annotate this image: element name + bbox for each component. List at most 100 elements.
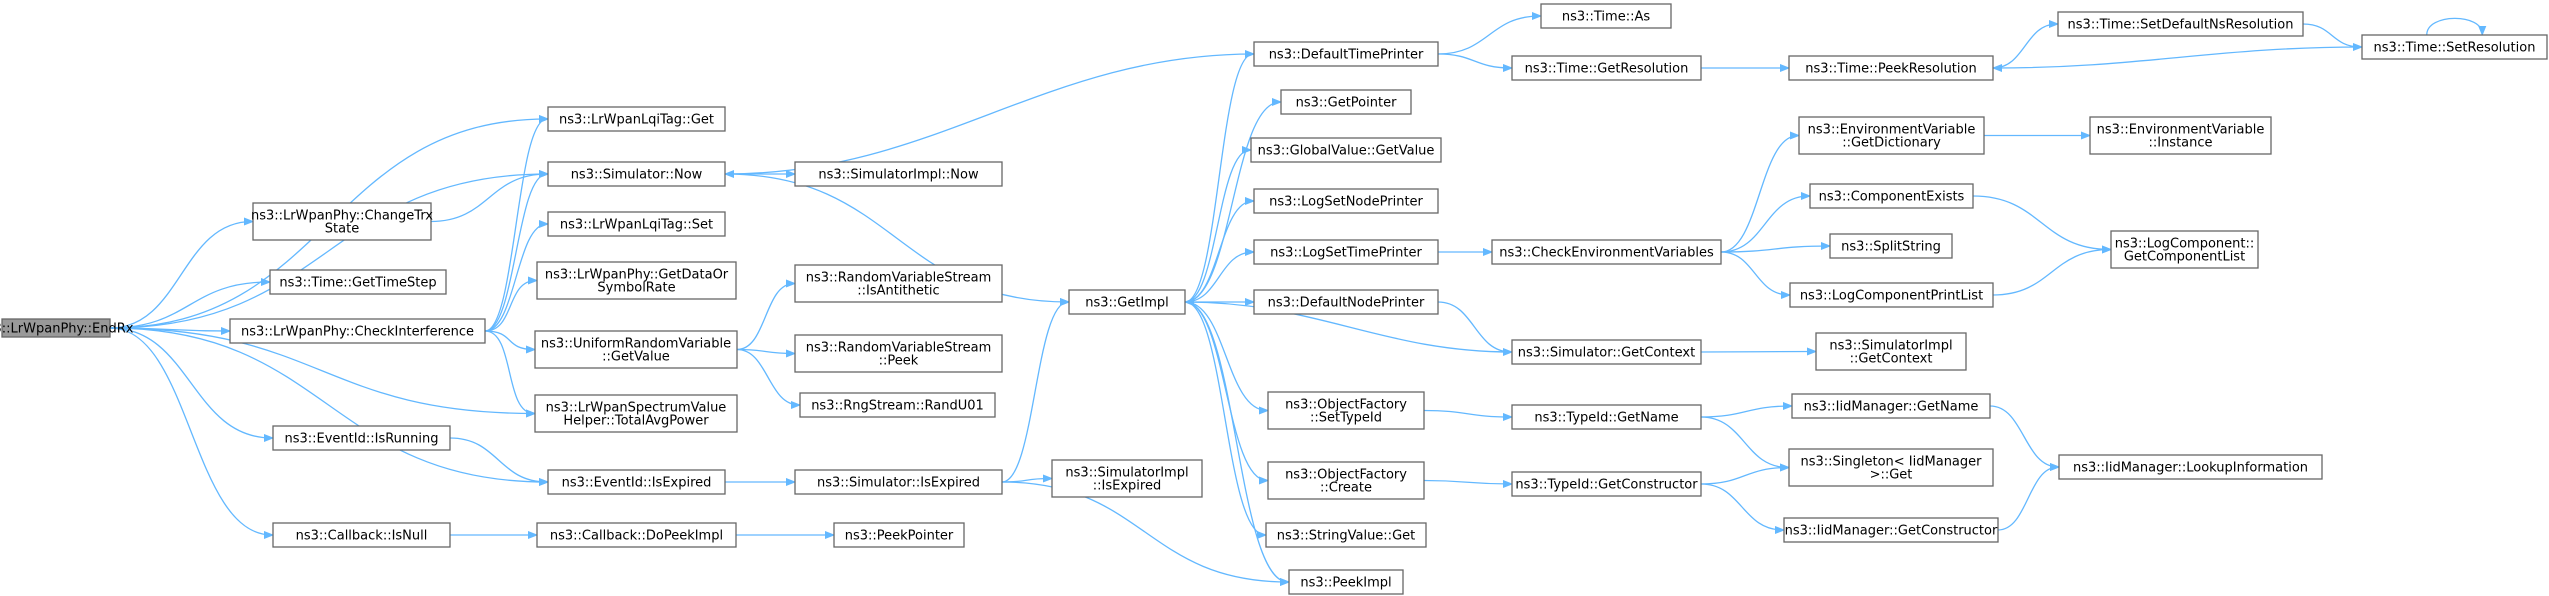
node-label: ns3::RngStream::RandU01 — [811, 399, 984, 414]
edge-getimpl-to-globalvalue — [1184, 150, 1250, 303]
node-endrx[interactable]: ns3::LrWpanPhy::EndRx — [0, 318, 134, 338]
node-timegetres[interactable]: ns3::Time::GetResolution — [1511, 55, 1702, 81]
node-label: ns3::RandomVariableStream — [806, 271, 992, 286]
node-lqiget[interactable]: ns3::LrWpanLqiTag::Get — [547, 106, 726, 132]
node-simimplgetcontext[interactable]: ns3::SimulatorImpl::GetContext — [1815, 332, 1967, 371]
node-label: ::IsAntithetic — [857, 284, 939, 299]
node-box — [1789, 282, 1994, 308]
node-typeidgetname[interactable]: ns3::TypeId::GetName — [1511, 404, 1702, 430]
node-label: ns3::DefaultTimePrinter — [1269, 48, 1424, 63]
node-box — [534, 330, 738, 369]
node-stringvalueget[interactable]: ns3::StringValue::Get — [1265, 522, 1427, 548]
node-box — [1253, 41, 1439, 67]
node-label: ::IsExpired — [1093, 479, 1161, 494]
node-randu01[interactable]: ns3::RngStream::RandU01 — [799, 392, 996, 418]
node-label: ns3::EventId::IsRunning — [284, 432, 438, 447]
node-lookupinfo[interactable]: ns3::IidManager::LookupInformation — [2058, 454, 2323, 480]
node-logsetnodeprinter[interactable]: ns3::LogSetNodePrinter — [1253, 188, 1439, 214]
edge-endrx-to-gettimestep — [109, 282, 269, 329]
node-simimplnow[interactable]: ns3::SimulatorImpl::Now — [794, 161, 1003, 187]
node-box — [794, 334, 1003, 373]
node-box — [536, 261, 737, 300]
node-peekpointer[interactable]: ns3::PeekPointer — [833, 522, 965, 548]
edge-getimpl-to-peekimpl — [1184, 301, 1288, 582]
node-label: ns3::Callback::DoPeekImpl — [550, 529, 723, 544]
node-label: Helper::TotalAvgPower — [563, 414, 709, 429]
node-singletonget[interactable]: ns3::Singleton< IidManager>::Get — [1788, 448, 1994, 487]
node-checkinterf[interactable]: ns3::LrWpanPhy::CheckInterference — [229, 318, 486, 344]
node-setresolution[interactable]: ns3::Time::SetResolution — [2361, 34, 2548, 60]
node-label: ns3::UniformRandomVariable — [541, 337, 731, 352]
node-label: ns3::TypeId::GetName — [1534, 411, 1678, 426]
node-label: ns3::Simulator::IsExpired — [817, 476, 980, 491]
node-label: ns3::GetPointer — [1296, 96, 1397, 111]
node-box — [1267, 461, 1425, 500]
node-box — [547, 469, 726, 495]
node-eventisexpired[interactable]: ns3::EventId::IsExpired — [547, 469, 726, 495]
node-box — [1253, 188, 1439, 214]
node-logsettimeprinter[interactable]: ns3::LogSetTimePrinter — [1253, 239, 1439, 265]
node-peekimpl[interactable]: ns3::PeekImpl — [1288, 569, 1404, 595]
node-setdefaultns[interactable]: ns3::Time::SetDefaultNsResolution — [2057, 11, 2304, 37]
node-ofcreate[interactable]: ns3::ObjectFactory::Create — [1267, 461, 1425, 500]
node-getpointer[interactable]: ns3::GetPointer — [1280, 89, 1412, 115]
node-label: ns3::IidManager::GetConstructor — [1785, 524, 1998, 539]
node-componentexists[interactable]: ns3::ComponentExists — [1809, 183, 1974, 209]
edge-defaulttimeprinter-to-timeas — [1437, 16, 1540, 55]
node-iidgetname[interactable]: ns3::IidManager::GetName — [1791, 393, 1991, 419]
node-simisexpired[interactable]: ns3::Simulator::IsExpired — [794, 469, 1003, 495]
node-box — [1791, 393, 1991, 419]
node-label: ns3::SimulatorImpl — [1065, 466, 1188, 481]
node-box — [547, 211, 726, 237]
node-label: ::GetContext — [1850, 352, 1933, 367]
edge-simnow-to-getimpl — [724, 173, 1068, 302]
node-globalvalue[interactable]: ns3::GlobalValue::GetValue — [1250, 137, 1442, 163]
node-label: ::Instance — [2148, 136, 2212, 151]
node-label: ns3::IidManager::GetName — [1804, 400, 1979, 415]
node-envgetdict[interactable]: ns3::EnvironmentVariable::GetDictionary — [1798, 116, 1985, 155]
edge-logcompprintlist-to-getcomplist — [1992, 250, 2110, 296]
node-getimpl[interactable]: ns3::GetImpl — [1068, 289, 1186, 315]
node-isantithetic[interactable]: ns3::RandomVariableStream::IsAntithetic — [794, 264, 1003, 303]
node-urvgetvalue[interactable]: ns3::UniformRandomVariable::GetValue — [534, 330, 738, 369]
node-typeidgetctor[interactable]: ns3::TypeId::GetConstructor — [1511, 471, 1702, 497]
node-ofsettypeid[interactable]: ns3::ObjectFactory::SetTypeId — [1267, 391, 1425, 430]
node-timepeekres[interactable]: ns3::Time::PeekResolution — [1788, 55, 1994, 81]
node-timeas[interactable]: ns3::Time::As — [1540, 3, 1672, 29]
node-getcomplist[interactable]: ns3::LogComponent::GetComponentList — [2110, 230, 2259, 269]
node-box — [252, 202, 432, 241]
node-box — [1815, 332, 1967, 371]
node-rvspeek[interactable]: ns3::RandomVariableStream::Peek — [794, 334, 1003, 373]
node-label: ns3::SimulatorImpl — [1829, 339, 1952, 354]
edge-eventisrunning-to-eventisexpired — [449, 437, 547, 482]
node-checkenv[interactable]: ns3::CheckEnvironmentVariables — [1491, 239, 1722, 265]
edge-typeidgetname-to-singletonget — [1700, 416, 1788, 468]
node-box — [1783, 517, 1999, 543]
edge-ofsettypeid-to-typeidgetname — [1423, 409, 1511, 418]
node-logcompprintlist[interactable]: ns3::LogComponentPrintList — [1789, 282, 1994, 308]
node-label: ns3::ObjectFactory — [1285, 398, 1407, 413]
node-label: ns3::Time::SetDefaultNsResolution — [2068, 18, 2294, 33]
node-iidgetctor[interactable]: ns3::IidManager::GetConstructor — [1783, 517, 1999, 543]
node-dopeekimpl[interactable]: ns3::Callback::DoPeekImpl — [536, 522, 737, 548]
edge-endrx-to-eventisrunning — [109, 327, 272, 438]
edge-checkenv-to-splitstring — [1720, 246, 1829, 253]
edge-setresolution-to-timepeekres — [1994, 46, 2363, 68]
node-label: ns3::RandomVariableStream — [806, 341, 992, 356]
node-defaulttimeprinter[interactable]: ns3::DefaultTimePrinter — [1253, 41, 1439, 67]
node-defaultnodeprinter[interactable]: ns3::DefaultNodePrinter — [1253, 289, 1439, 315]
node-simimplisexpired[interactable]: ns3::SimulatorImpl::IsExpired — [1051, 459, 1203, 498]
node-splitstring[interactable]: ns3::SplitString — [1829, 233, 1953, 259]
node-eventisrunning[interactable]: ns3::EventId::IsRunning — [272, 425, 451, 451]
edge-setdefaultns-to-setresolution — [2302, 23, 2361, 47]
node-envinstance[interactable]: ns3::EnvironmentVariable::Instance — [2089, 116, 2272, 155]
node-callbackisnull[interactable]: ns3::Callback::IsNull — [272, 522, 451, 548]
node-lqiset[interactable]: ns3::LrWpanLqiTag::Set — [547, 211, 726, 237]
node-totalavgpower[interactable]: ns3::LrWpanSpectrumValueHelper::TotalAvg… — [534, 394, 738, 433]
node-simnow[interactable]: ns3::Simulator::Now — [547, 161, 726, 187]
node-simgetcontext[interactable]: ns3::Simulator::GetContext — [1511, 339, 1702, 365]
node-box — [272, 522, 451, 548]
node-gettimestep[interactable]: ns3::Time::GetTimeStep — [269, 269, 447, 295]
